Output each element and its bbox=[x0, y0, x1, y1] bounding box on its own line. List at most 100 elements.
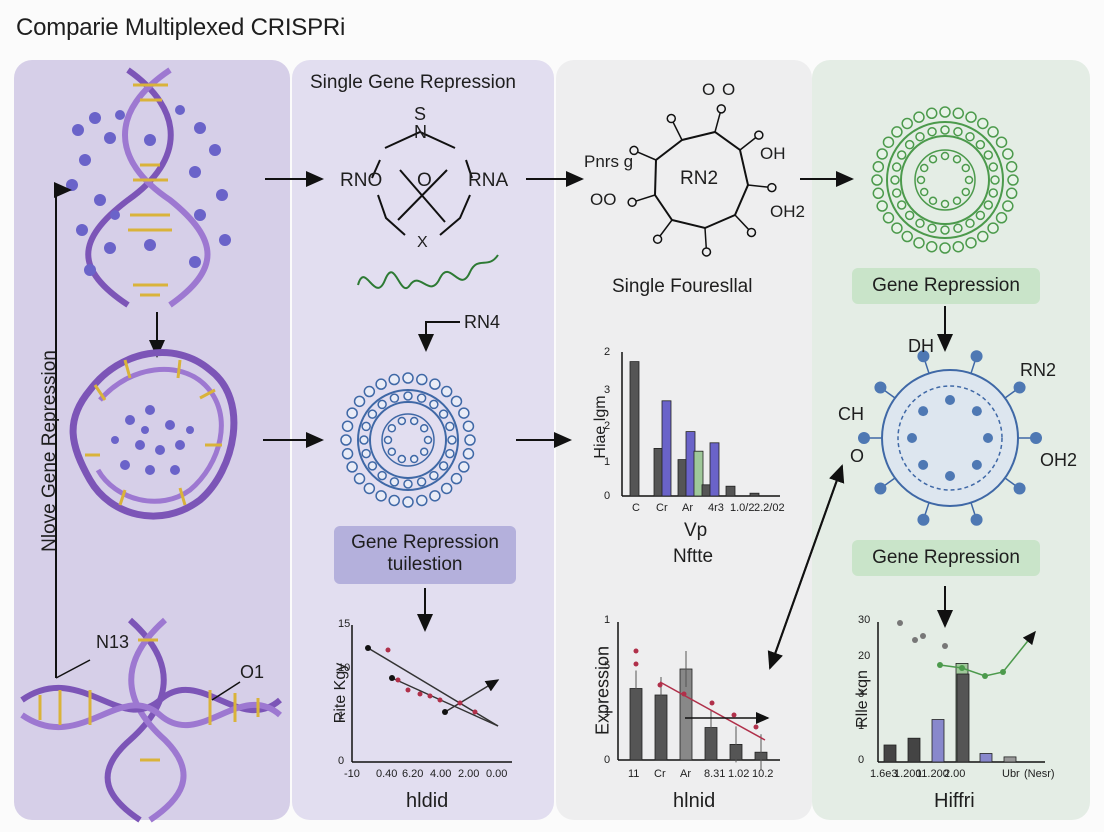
wave-label-rn4: RN4 bbox=[464, 312, 501, 332]
vesicle-head bbox=[1013, 381, 1026, 394]
panel-single-gene bbox=[292, 60, 554, 820]
side-group-end bbox=[652, 234, 663, 244]
particle-dot bbox=[387, 447, 397, 457]
particle-dot bbox=[429, 399, 439, 410]
particle-dot bbox=[904, 139, 915, 150]
vertical-label-multiplex: Nlove Gene Repression bbox=[39, 350, 60, 552]
particle-dot bbox=[913, 237, 925, 249]
right-oh: OH bbox=[760, 144, 786, 163]
particle-dot bbox=[429, 378, 441, 390]
particle-dot bbox=[403, 479, 413, 489]
bar-chart-hiae bbox=[621, 352, 780, 497]
particle-dot bbox=[927, 126, 937, 137]
particle-dot bbox=[361, 448, 371, 459]
particle-dot bbox=[928, 154, 938, 164]
bar bbox=[693, 450, 704, 497]
particle-dot bbox=[363, 482, 376, 495]
scatter-point bbox=[427, 693, 433, 699]
particle-dot bbox=[402, 372, 414, 384]
tick-label: 0.00 bbox=[486, 768, 508, 780]
particle-dot bbox=[1005, 160, 1018, 173]
dna-cross-bottom bbox=[20, 617, 282, 823]
tick-label: 1 bbox=[858, 720, 865, 732]
particle-dot bbox=[445, 448, 455, 459]
particle-dot bbox=[409, 454, 419, 464]
tick-label: 1.200 bbox=[894, 768, 922, 780]
particle-dot bbox=[975, 139, 986, 150]
particle-dot bbox=[988, 188, 999, 198]
particle-dot bbox=[416, 393, 427, 403]
gene-repression-label-mid: Gene Repression bbox=[852, 540, 1040, 576]
particle-dot bbox=[940, 199, 950, 209]
left-text-pnrs: Pnrs g bbox=[584, 152, 634, 171]
particle-dot bbox=[388, 494, 400, 507]
particle-dot bbox=[377, 399, 387, 410]
side-group-end bbox=[701, 247, 712, 257]
vesicle-head bbox=[970, 350, 983, 363]
label-o: O bbox=[850, 446, 865, 466]
side-group bbox=[704, 227, 707, 249]
tick-label: 1.0/2 bbox=[730, 502, 755, 514]
scatter-point bbox=[457, 700, 463, 706]
side-group-end bbox=[716, 104, 727, 114]
particle-dot bbox=[429, 470, 439, 481]
particle-dot bbox=[915, 218, 925, 229]
particle-dot bbox=[928, 196, 938, 206]
dna-loop-middle bbox=[69, 349, 238, 520]
particle-dot bbox=[409, 416, 419, 426]
bar bbox=[1003, 756, 1017, 763]
blue-nanoparticle bbox=[340, 372, 476, 508]
scatter-point bbox=[709, 700, 715, 706]
particle-dot bbox=[359, 435, 369, 445]
vesicle-head bbox=[970, 513, 983, 526]
side-group-end bbox=[754, 130, 764, 140]
box-line1: Gene Repression bbox=[351, 532, 499, 553]
tick-label: 30 bbox=[858, 614, 871, 626]
particle-dot bbox=[904, 210, 915, 221]
particle-dot bbox=[987, 126, 999, 138]
octagon-molecule bbox=[627, 104, 777, 257]
tick-label: -10 bbox=[344, 768, 360, 780]
tick-label: 6.20 bbox=[402, 768, 424, 780]
tick-label: 11 bbox=[628, 768, 640, 780]
particle-dot bbox=[423, 435, 433, 445]
tick-label: 3 bbox=[858, 688, 865, 700]
tick-label: 4.00 bbox=[430, 768, 452, 780]
vesicle-head bbox=[917, 350, 930, 363]
particle-dot bbox=[341, 420, 354, 432]
scatter-point bbox=[472, 709, 478, 715]
particle-dot bbox=[389, 393, 400, 403]
particle-dot bbox=[872, 160, 885, 173]
tick-label: 1.6e3 bbox=[870, 768, 898, 780]
particle-dot bbox=[882, 136, 895, 148]
particle-dot bbox=[901, 230, 913, 243]
particle-dot bbox=[983, 150, 994, 160]
particle-dot bbox=[995, 212, 1008, 224]
vesicle-head bbox=[858, 432, 870, 444]
particle-dot bbox=[940, 151, 950, 161]
particle-dot bbox=[375, 490, 387, 502]
rna-wave bbox=[357, 254, 499, 289]
side-group bbox=[747, 184, 768, 188]
tick-label: 1 bbox=[338, 710, 345, 722]
bar bbox=[979, 753, 993, 763]
vesicle bbox=[858, 350, 1042, 526]
side-group bbox=[739, 137, 757, 151]
particle-dot bbox=[891, 222, 903, 234]
green-nanoparticle bbox=[871, 106, 1019, 254]
particle-dot bbox=[397, 416, 407, 426]
tick-label: Ar bbox=[680, 768, 691, 780]
particle-dot bbox=[901, 117, 913, 130]
scatter-point bbox=[437, 697, 443, 703]
side-group-end bbox=[746, 227, 757, 238]
bar bbox=[931, 719, 945, 763]
particle-dot bbox=[915, 131, 925, 142]
scatter-point bbox=[633, 648, 639, 654]
particle-dot bbox=[891, 188, 902, 198]
scatter-point bbox=[753, 724, 759, 730]
particle-dot bbox=[940, 125, 950, 135]
particle-dot bbox=[377, 470, 387, 481]
side-group bbox=[637, 151, 657, 161]
side-group-end bbox=[666, 113, 677, 124]
particle-dot bbox=[340, 434, 352, 446]
